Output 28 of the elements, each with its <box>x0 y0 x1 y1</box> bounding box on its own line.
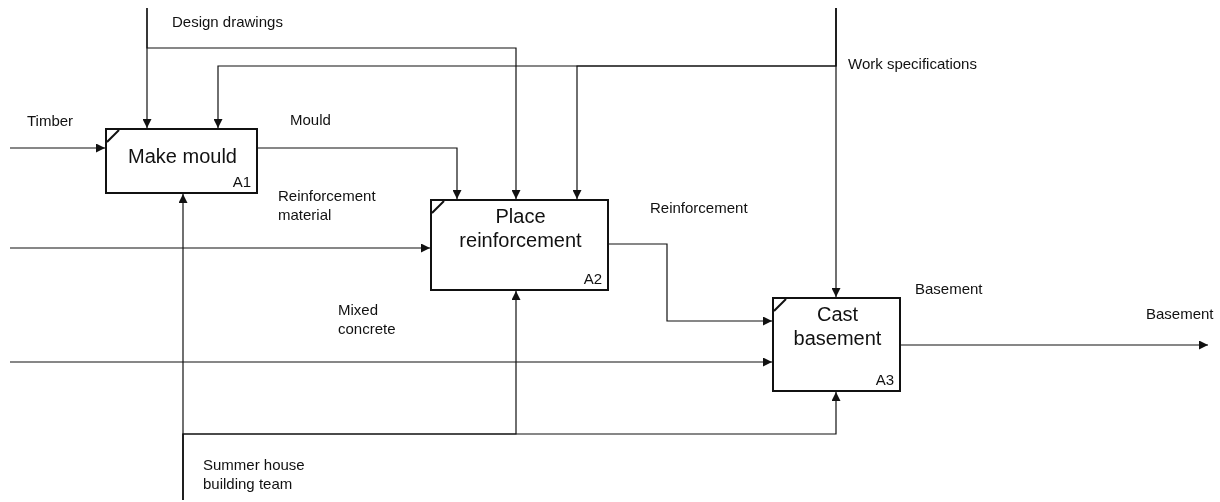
edge-label: Mould <box>290 110 331 129</box>
output-label: Basement <box>915 279 983 298</box>
arrow <box>900 340 1209 350</box>
arrow <box>9 243 431 253</box>
edge-label: Reinforcement material <box>278 186 377 224</box>
edge-label: Timber <box>27 111 74 130</box>
process-box <box>430 199 609 291</box>
arrow <box>213 7 837 129</box>
arrow <box>182 391 841 501</box>
node-number: A1 <box>232 173 251 190</box>
edge-label: Design drawings <box>172 12 283 31</box>
edge-label: Basement <box>1146 304 1214 323</box>
arrow <box>9 143 106 153</box>
edge-label: Summer house building team <box>203 455 306 493</box>
process-box <box>105 128 258 194</box>
process-box <box>772 297 901 392</box>
edge-label: Work specifications <box>848 54 977 73</box>
arrow <box>9 357 773 367</box>
edge-label: Mixed concrete <box>338 300 397 338</box>
process-name: Cast basement <box>792 302 883 350</box>
node-number: A3 <box>875 371 894 388</box>
process-name: Make mould <box>127 144 238 168</box>
edge-label: Reinforcement <box>650 198 748 217</box>
arrow <box>257 147 462 200</box>
arrow <box>146 7 521 200</box>
arrow <box>608 243 773 326</box>
process-name: Place reinforcement <box>458 204 583 252</box>
node-number: A2 <box>583 270 602 287</box>
